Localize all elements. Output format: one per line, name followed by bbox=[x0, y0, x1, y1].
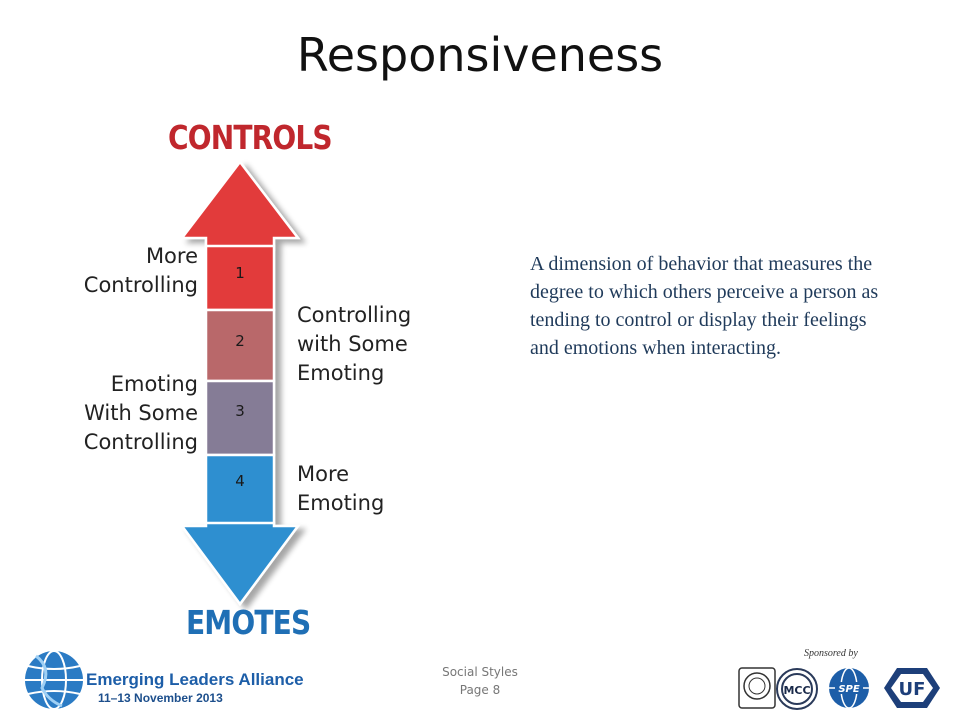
slide-title: Responsiveness bbox=[296, 28, 664, 82]
segment-number-3: 3 bbox=[235, 402, 245, 420]
responsiveness-description: A dimension of behavior that measures th… bbox=[530, 253, 879, 359]
globe-icon bbox=[25, 650, 83, 710]
segment-number-4: 4 bbox=[235, 472, 245, 490]
label-controlling-with-some-emoting: Controlling with Some Emoting bbox=[297, 303, 412, 385]
uf-logo: UF bbox=[884, 668, 940, 708]
mcc-logo-text: MCC bbox=[783, 684, 810, 697]
spe-logo: SPE bbox=[829, 667, 869, 709]
sponsored-by-label: Sponsored by bbox=[804, 648, 858, 659]
label-more-controlling: More Controlling bbox=[83, 244, 198, 297]
sponsor-logos: MCC SPE UF bbox=[738, 667, 940, 710]
segment-number-1: 1 bbox=[235, 264, 245, 282]
footer-page-info: Social Styles Page 8 bbox=[430, 663, 530, 699]
segment-number-2: 2 bbox=[235, 332, 245, 350]
arrow-head-up bbox=[180, 159, 301, 252]
uf-logo-text: UF bbox=[899, 679, 926, 700]
event-date: 11–13 November 2013 bbox=[98, 691, 223, 705]
emotes-heading: EMOTES bbox=[186, 603, 311, 642]
org-name: Emerging Leaders Alliance bbox=[86, 670, 304, 689]
controls-heading: CONTROLS bbox=[168, 118, 333, 157]
asce-logo bbox=[738, 667, 776, 709]
org-logo: Emerging Leaders Alliance 11–13 November… bbox=[22, 648, 322, 712]
spe-logo-text: SPE bbox=[838, 684, 860, 695]
arrow-head-down bbox=[180, 521, 301, 607]
responsiveness-arrow: 1 2 3 4 bbox=[180, 159, 301, 607]
arrow-segment-4 bbox=[204, 453, 276, 529]
footer-page-number: Page 8 bbox=[459, 683, 501, 697]
label-more-emoting: More Emoting bbox=[297, 462, 385, 515]
label-emoting-with-some-controlling: Emoting With Some Controlling bbox=[83, 372, 198, 454]
mcc-logo: MCC bbox=[776, 668, 818, 710]
footer-topic: Social Styles bbox=[442, 665, 518, 679]
